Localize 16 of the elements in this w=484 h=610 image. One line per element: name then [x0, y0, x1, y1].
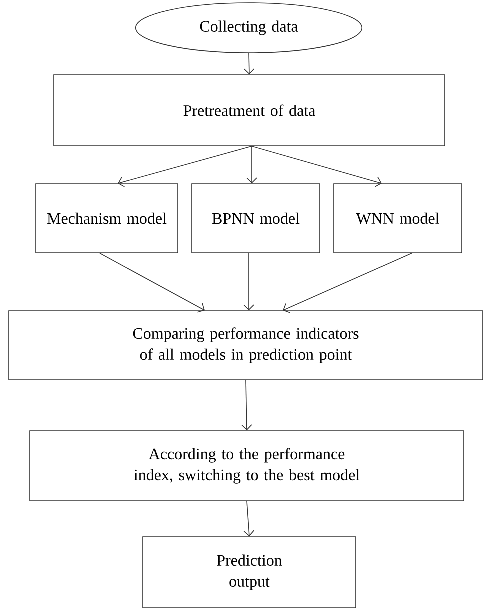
process-box: Mechanism model — [36, 184, 178, 254]
arrow — [283, 253, 412, 314]
arrow — [244, 501, 254, 537]
process-box: Prediction output — [142, 536, 356, 608]
arrow — [244, 53, 255, 75]
process-box: BPNN model — [192, 184, 320, 254]
arrow — [118, 146, 252, 188]
process-box: Pretreatment of data — [54, 74, 446, 146]
arrow — [244, 253, 254, 311]
process-box: WNN model — [334, 184, 462, 254]
arrow — [100, 253, 205, 313]
arrow — [246, 146, 258, 184]
arrow — [241, 380, 252, 431]
process-box: Comparing performance indicators of all models in prediction point — [8, 310, 484, 380]
arrow — [252, 146, 382, 188]
process-box: According to the performance index, switching to the best model — [30, 430, 464, 502]
